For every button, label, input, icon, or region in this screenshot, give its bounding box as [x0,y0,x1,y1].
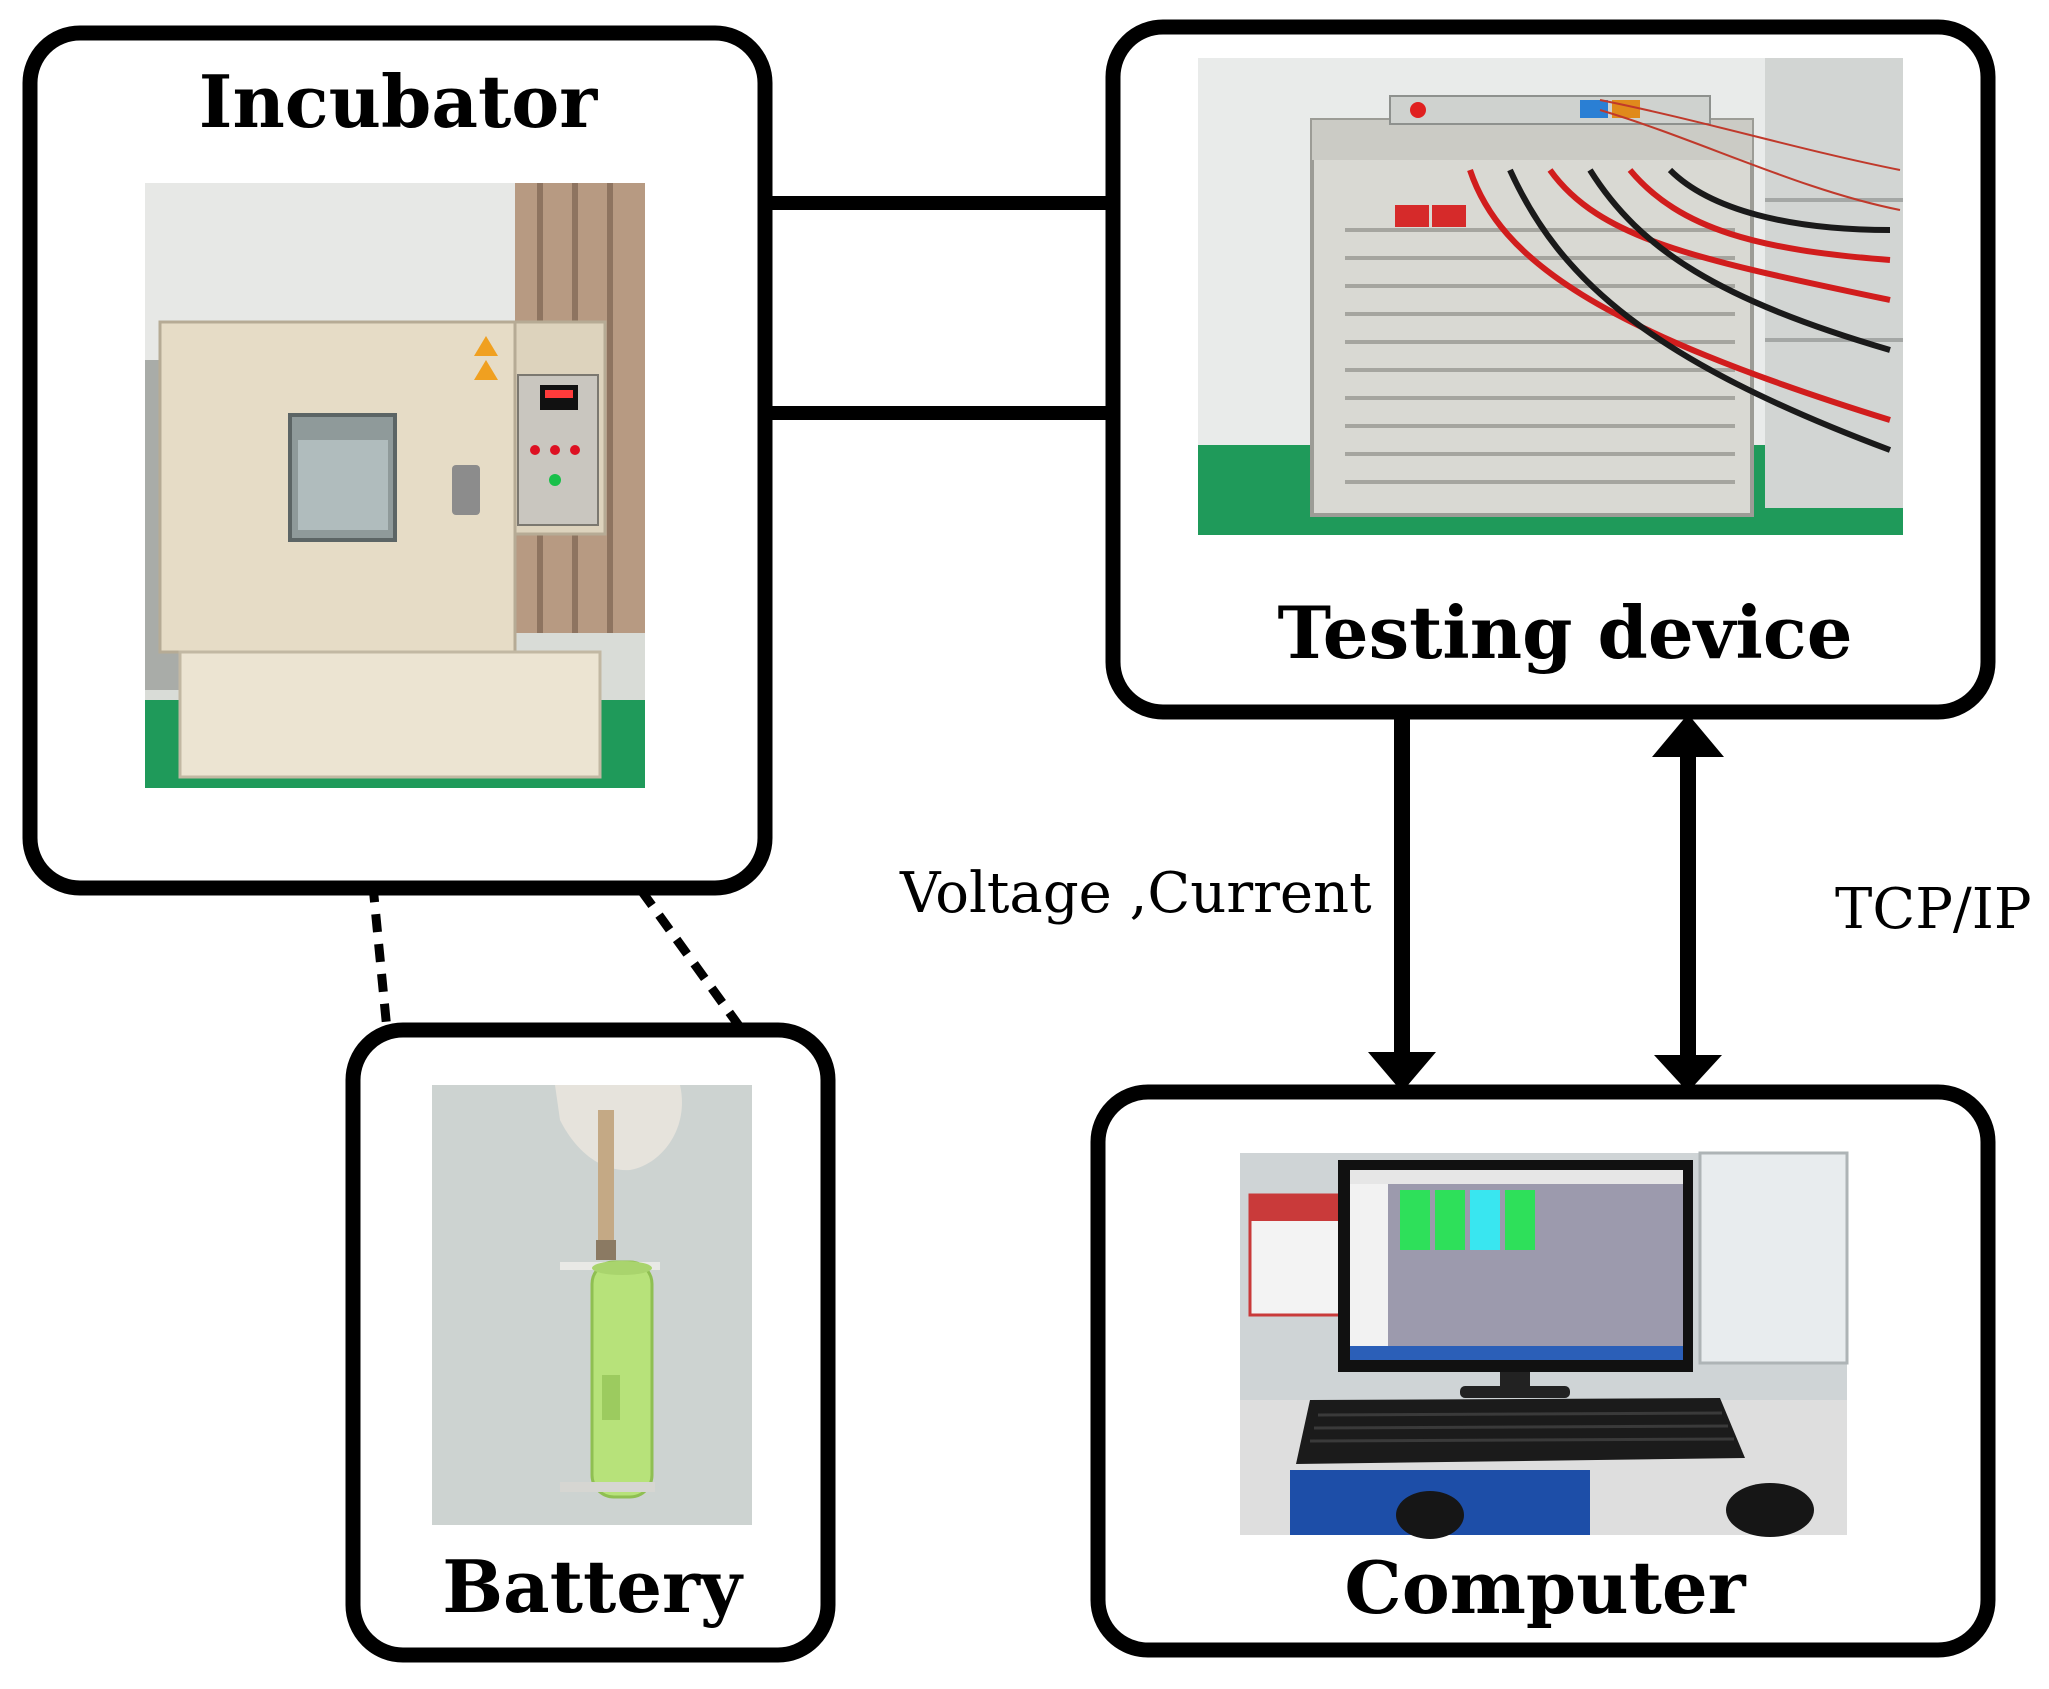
testing-device-node: Testing device [1105,19,1996,720]
communication-arrow [1652,714,1724,1092]
communication-arrow-head-down [1654,1055,1722,1092]
communication-label: TCP/IP [1835,877,2032,942]
measurement-arrow [1368,712,1436,1092]
incubator-chamber-icon [145,183,645,788]
cylindrical-cell-icon [432,1085,752,1525]
battery-node: Battery [345,1022,836,1663]
battery-testing-cabinet-icon [1198,58,1903,535]
incubator-testing-links [770,196,1113,420]
desktop-monitor-keyboard-icon [1240,1151,1849,1539]
computer-title: Computer [1344,1545,1746,1630]
communication-arrow-head-up [1652,714,1724,757]
incubator-node: Incubator [22,25,773,896]
incubator-title: Incubator [199,59,598,144]
battery-title: Battery [442,1544,744,1629]
computer-node: Computer [1090,1084,1996,1658]
measurement-arrow-head [1368,1052,1436,1092]
measurement-label: Voltage ,Current [899,861,1372,926]
testing-device-title: Testing device [1277,590,1852,675]
